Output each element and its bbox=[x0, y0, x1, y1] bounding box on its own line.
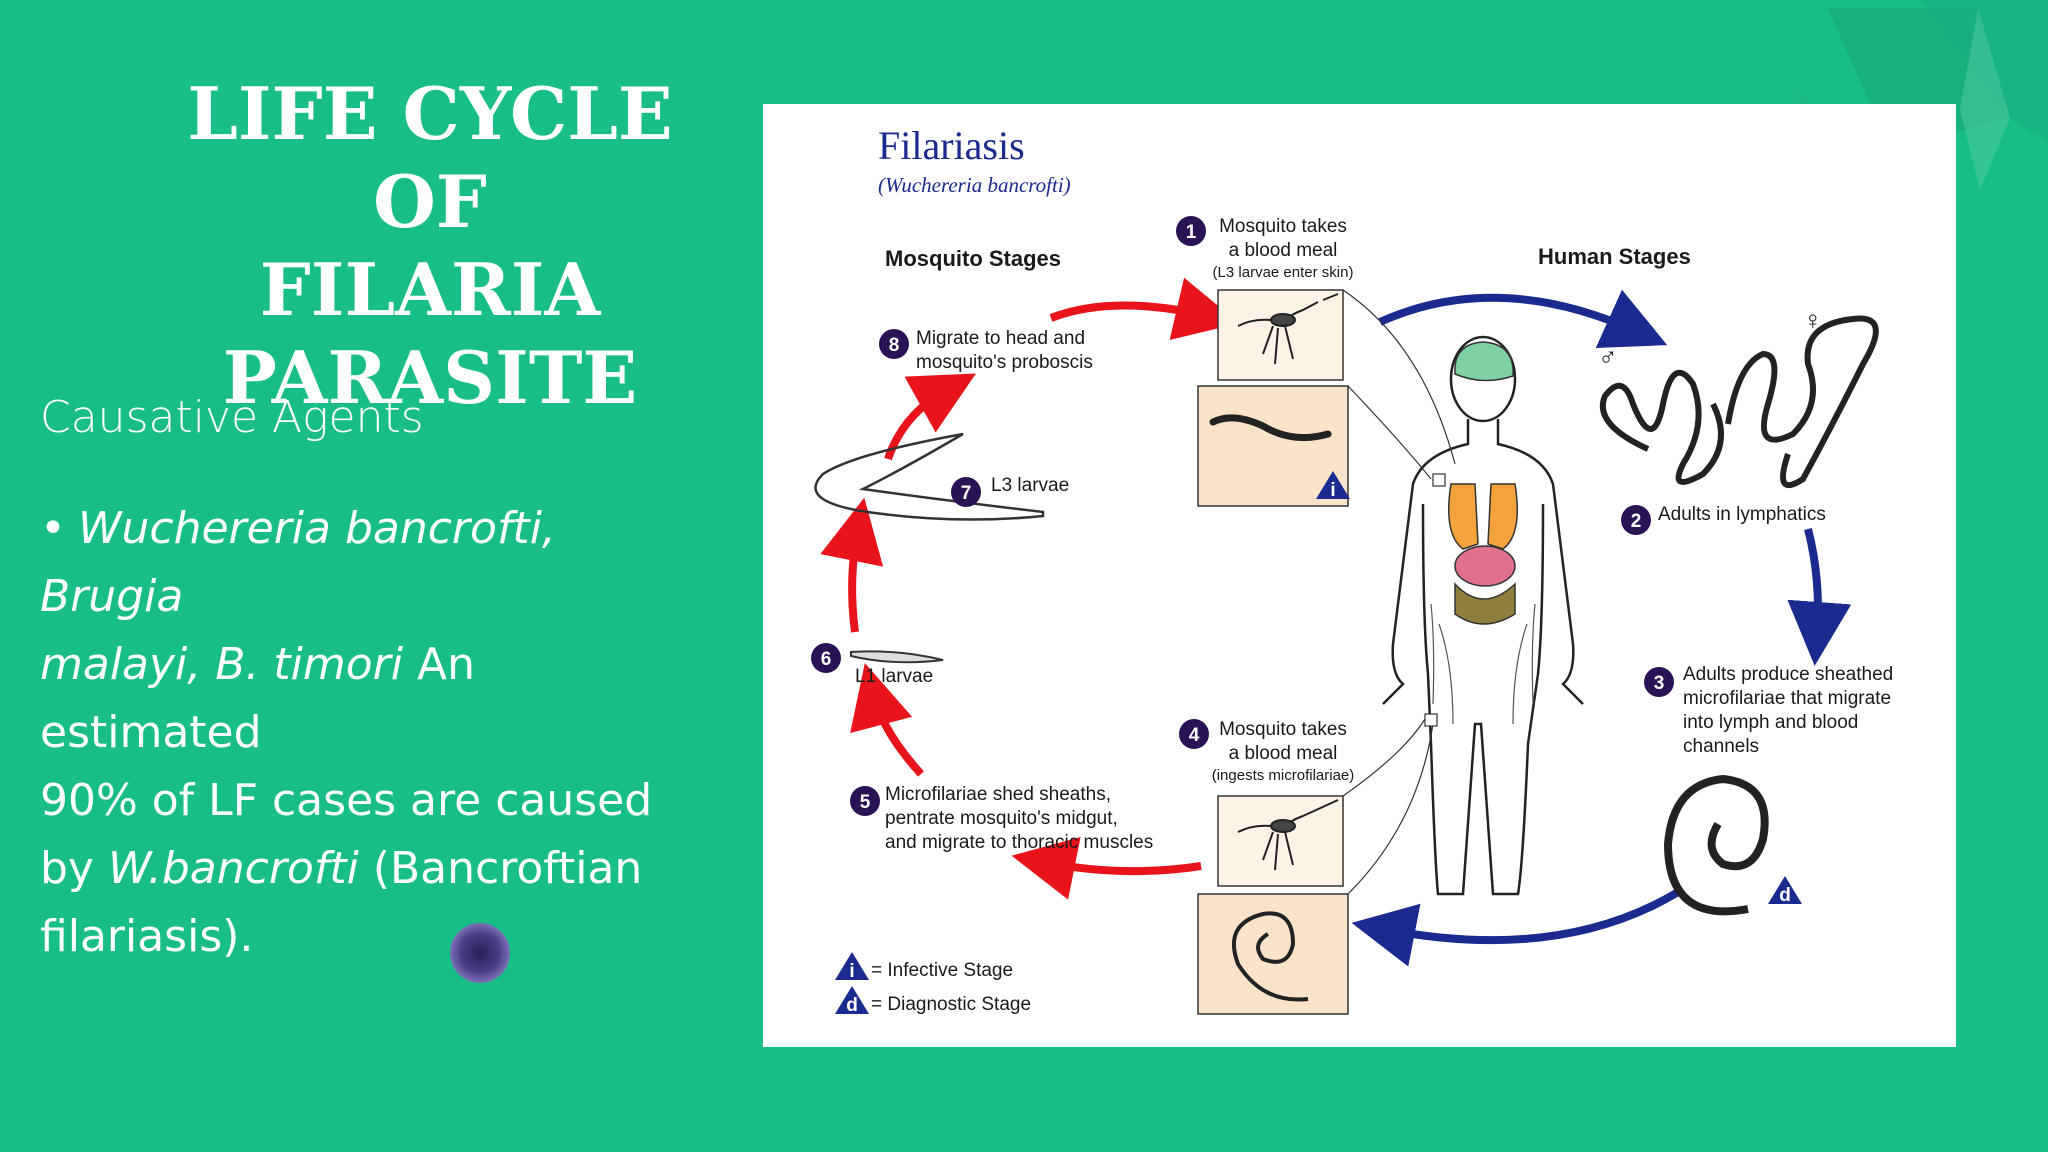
legend: i = Infective Stage d = Diagnostic Stage bbox=[835, 952, 1031, 1016]
bullet-marker: • bbox=[40, 503, 66, 554]
brain-icon bbox=[1454, 341, 1514, 382]
decorative-orb bbox=[450, 923, 510, 983]
adult-female-worm-icon bbox=[1725, 315, 1879, 489]
adult-male-worm-icon bbox=[1599, 369, 1724, 485]
arrow-1-to-2 bbox=[1378, 289, 1668, 349]
arrow-8-to-1 bbox=[1049, 277, 1240, 340]
mosquito-stages-label: Mosquito Stages bbox=[885, 246, 1061, 271]
skin-site-marker bbox=[1432, 473, 1446, 487]
subheading-causative-agents: Causative Agents bbox=[40, 392, 424, 443]
stage-1-larva-box bbox=[1197, 385, 1349, 507]
legend-infective-label: = Infective Stage bbox=[871, 960, 1013, 981]
l3-larva-in-skin-icon bbox=[1209, 414, 1332, 442]
step-4-line-1: Mosquito takes bbox=[1219, 719, 1347, 740]
step-3-line-4: channels bbox=[1683, 736, 1759, 757]
slide-title: LIFE CYCLE OF FILARIA PARASITE bbox=[140, 70, 720, 422]
body-text-1: An estimated bbox=[40, 639, 475, 758]
step-5: 5 Microfilariae shed sheaths, pentrate m… bbox=[850, 784, 1153, 853]
female-symbol: ♀ bbox=[1803, 305, 1823, 335]
step-2: 2 Adults in lymphatics bbox=[1621, 504, 1826, 535]
step-6-line-1: L1 larvae bbox=[855, 666, 933, 687]
step-1-line-1: Mosquito takes bbox=[1219, 216, 1347, 237]
step-5-line-3: and migrate to thoracic muscles bbox=[885, 832, 1153, 853]
body-text-4: (Bancroftian bbox=[358, 843, 643, 894]
step-4: 4 Mosquito takes a blood meal (ingests m… bbox=[1179, 719, 1354, 784]
species-names-3: W.bancrofti bbox=[107, 843, 359, 894]
step-1: 1 Mosquito takes a blood meal (L3 larvae… bbox=[1176, 216, 1353, 281]
infective-stage-marker: i bbox=[1316, 471, 1350, 501]
step-4-line-2: a blood meal bbox=[1229, 743, 1338, 764]
diagram-subtitle: (Wuchereria bancrofti) bbox=[878, 173, 1071, 197]
step-4-note: (ingests microfilariae) bbox=[1212, 767, 1355, 784]
diagnostic-marker-letter: d bbox=[1779, 885, 1791, 906]
step-5-line-2: pentrate mosquito's midgut, bbox=[885, 808, 1118, 829]
mosquito-icon bbox=[1237, 293, 1339, 365]
infective-marker-letter: i bbox=[1330, 480, 1335, 501]
life-cycle-figure: Filariasis (Wuchereria bancrofti) Mosqui… bbox=[763, 104, 1956, 1047]
step-3-line-1: Adults produce sheathed bbox=[1683, 664, 1893, 685]
diagnostic-stage-marker: d bbox=[1768, 876, 1802, 906]
step-7-line-1: L3 larvae bbox=[991, 475, 1069, 496]
microfilaria-icon bbox=[1232, 911, 1309, 1002]
step-3-line-3: into lymph and blood bbox=[1683, 712, 1858, 733]
human-stages-label: Human Stages bbox=[1538, 244, 1691, 269]
step-6: 6 L1 larvae bbox=[811, 643, 933, 687]
legend-infective: i = Infective Stage bbox=[835, 952, 1013, 982]
title-line-3: PARASITE bbox=[222, 335, 638, 420]
intestines-icon bbox=[1454, 582, 1516, 625]
legend-diagnostic-label: = Diagnostic Stage bbox=[871, 994, 1031, 1015]
step-3: 3 Adults produce sheathed microfilariae … bbox=[1644, 664, 1893, 757]
stage-1-mosquito-box bbox=[1217, 289, 1344, 381]
arrow-3-to-4 bbox=[1351, 885, 1686, 967]
step-2-number: 2 bbox=[1631, 511, 1642, 532]
stage-4-mosquito-box bbox=[1217, 795, 1344, 887]
step-1-line-2: a blood meal bbox=[1229, 240, 1338, 261]
arrow-4-to-5 bbox=[1011, 836, 1202, 900]
species-names-1: Wuchereria bancrofti, Brugia bbox=[40, 503, 556, 622]
step-1-number: 1 bbox=[1186, 222, 1197, 243]
step-8: 8 Migrate to head and mosquito's probosc… bbox=[879, 328, 1093, 373]
male-symbol: ♂ bbox=[1598, 342, 1618, 372]
body-text-5: filariasis). bbox=[40, 911, 254, 962]
lungs-icon bbox=[1448, 483, 1518, 550]
step-3-number: 3 bbox=[1654, 673, 1665, 694]
title-line-2: FILARIA bbox=[259, 247, 601, 332]
legend-diagnostic: d = Diagnostic Stage bbox=[835, 986, 1031, 1016]
body-text-3: by bbox=[40, 843, 108, 894]
arrow-6-to-7 bbox=[820, 497, 884, 633]
step-6-number: 6 bbox=[821, 649, 832, 670]
step-8-line-1: Migrate to head and bbox=[916, 328, 1085, 349]
step-1-note: (L3 larvae enter skin) bbox=[1213, 264, 1354, 281]
stage-4-connector bbox=[1342, 718, 1434, 895]
title-line-1: LIFE CYCLE OF bbox=[187, 71, 673, 244]
step-7-number: 7 bbox=[961, 483, 972, 504]
blood-site-marker bbox=[1424, 713, 1438, 727]
l1-larvae-icon bbox=[850, 650, 944, 664]
legend-diagnostic-icon: d bbox=[846, 995, 858, 1016]
step-3-line-2: microfilariae that migrate bbox=[1683, 688, 1891, 709]
arrow-5-to-6 bbox=[850, 663, 924, 777]
body-text-2: 90% of LF cases are caused bbox=[40, 775, 653, 826]
step-5-number: 5 bbox=[860, 792, 871, 813]
step-5-line-1: Microfilariae shed sheaths, bbox=[885, 784, 1111, 805]
step-4-number: 4 bbox=[1189, 725, 1200, 746]
lymphatic-vessels-icon bbox=[1430, 603, 1536, 725]
life-cycle-diagram: Filariasis (Wuchereria bancrofti) Mosqui… bbox=[811, 123, 1893, 1016]
l3-larvae-icon bbox=[814, 432, 1045, 521]
diagram-title: Filariasis bbox=[878, 123, 1025, 168]
step-2-line-1: Adults in lymphatics bbox=[1658, 504, 1826, 525]
species-names-2: malayi, B. timori bbox=[40, 639, 403, 690]
stage-1-connector bbox=[1342, 289, 1456, 480]
step-7: 7 L3 larvae bbox=[951, 475, 1069, 507]
legend-infective-icon: i bbox=[849, 961, 854, 982]
step-8-number: 8 bbox=[889, 335, 900, 356]
bullet-paragraph: •Wuchereria bancrofti, Brugia malayi, B.… bbox=[40, 495, 700, 971]
mosquito-icon-2 bbox=[1237, 799, 1339, 871]
arrow-2-to-3 bbox=[1787, 527, 1852, 666]
stomach-icon bbox=[1454, 545, 1516, 587]
sheathed-microfilaria-icon bbox=[1663, 774, 1769, 916]
step-8-line-2: mosquito's proboscis bbox=[916, 352, 1093, 373]
